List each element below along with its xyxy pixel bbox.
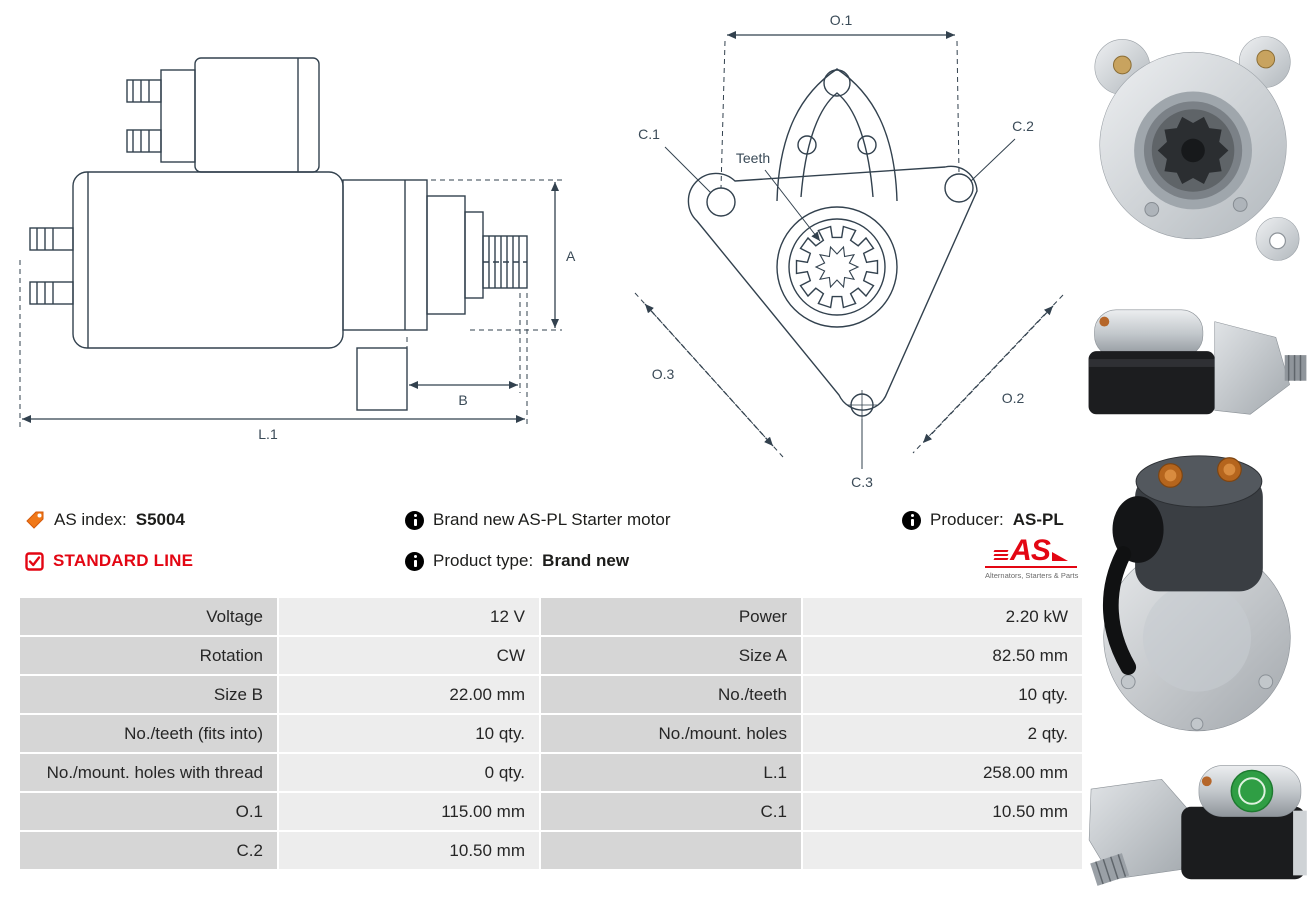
- producer-row: Producer: AS-PL: [902, 508, 1064, 532]
- spec-label: Voltage: [20, 598, 277, 635]
- spec-label: No./teeth: [541, 676, 801, 713]
- info-icon: [902, 510, 921, 530]
- brand-new-text: Brand new AS-PL Starter motor: [433, 510, 671, 529]
- side-view-drawing: A B L.1: [10, 25, 600, 465]
- dim-c1-label: C.1: [638, 126, 660, 142]
- spec-label: Rotation: [20, 637, 277, 674]
- as-index-row: AS index: S5004: [25, 508, 185, 532]
- spec-label: No./mount. holes with thread: [20, 754, 277, 791]
- spec-value: 115.00 mm: [279, 793, 539, 830]
- front-extension-lines: [634, 40, 1064, 458]
- starter-front-photo: [1094, 36, 1300, 261]
- front-view-drawing: O.1 C.1 C.2 Teeth O.3 O.2 C.3: [615, 5, 1075, 500]
- side-view-svg: A B L.1: [19, 57, 576, 442]
- leader-lines: [664, 138, 1016, 469]
- standard-line-row: STANDARD LINE: [25, 549, 193, 573]
- spec-label: L.1: [541, 754, 801, 791]
- spec-value: 10 qty.: [803, 676, 1082, 713]
- starter-angled-photo: [1088, 765, 1307, 886]
- standard-line-label: STANDARD LINE: [53, 551, 194, 570]
- tag-icon: [25, 510, 45, 530]
- as-pl-logo: AS Alternators, Starters & Parts: [985, 534, 1079, 580]
- product-type-row: Product type: Brand new: [405, 549, 629, 573]
- spec-value: 2 qty.: [803, 715, 1082, 752]
- front-dimension-lines: [644, 31, 1054, 447]
- spec-value: CW: [279, 637, 539, 674]
- as-index-label: AS index:: [54, 510, 127, 529]
- dim-l1-label: L.1: [258, 426, 278, 442]
- producer-value: AS-PL: [1012, 510, 1064, 529]
- logo-underline: [985, 566, 1077, 568]
- spec-label: C.2: [20, 832, 277, 869]
- pinion-gear: [776, 206, 898, 328]
- product-type-label: Product type:: [433, 551, 534, 570]
- dimension-lines: [22, 182, 559, 423]
- spec-value: 82.50 mm: [803, 637, 1082, 674]
- starter-rear-photo: [1102, 455, 1291, 732]
- starter-side-outline: [29, 57, 528, 411]
- spec-label: No./mount. holes: [541, 715, 801, 752]
- dim-c3-label: C.3: [851, 474, 873, 490]
- dim-o1-label: O.1: [830, 12, 853, 28]
- dim-b-label: B: [458, 392, 467, 408]
- product-photo-rear[interactable]: [1084, 436, 1310, 741]
- spec-value: 10.50 mm: [279, 832, 539, 869]
- spec-label: [541, 832, 801, 869]
- teeth-label: Teeth: [736, 150, 770, 166]
- spec-value: 12 V: [279, 598, 539, 635]
- starter-side-photo: [1088, 309, 1307, 415]
- checkbox-icon: [25, 551, 44, 571]
- spec-value: [803, 832, 1082, 869]
- product-type-value: Brand new: [542, 551, 630, 570]
- spec-label: Size A: [541, 637, 801, 674]
- spec-table: Voltage 12 V Power 2.20 kW Rotation CW S…: [20, 598, 1082, 869]
- logo-tagline: Alternators, Starters & Parts: [985, 571, 1079, 580]
- spec-label: No./teeth (fits into): [20, 715, 277, 752]
- dim-o3-label: O.3: [652, 366, 675, 382]
- spec-label: Power: [541, 598, 801, 635]
- dim-a-label: A: [566, 248, 576, 264]
- spec-label: Size B: [20, 676, 277, 713]
- dim-c2-label: C.2: [1012, 118, 1034, 134]
- producer-label: Producer:: [930, 510, 1004, 529]
- brand-new-row: Brand new AS-PL Starter motor: [405, 508, 670, 532]
- product-photo-side[interactable]: [1082, 294, 1310, 437]
- dimension-extension-lines: [19, 179, 562, 427]
- dim-o2-label: O.2: [1002, 390, 1025, 406]
- spec-value: 22.00 mm: [279, 676, 539, 713]
- front-view-svg: O.1 C.1 C.2 Teeth O.3 O.2 C.3: [634, 12, 1064, 490]
- info-icon: [405, 510, 424, 530]
- spec-label: O.1: [20, 793, 277, 830]
- spec-value: 10 qty.: [279, 715, 539, 752]
- spec-value: 2.20 kW: [803, 598, 1082, 635]
- mounting-flange-outline: [687, 68, 978, 420]
- spec-value: 10.50 mm: [803, 793, 1082, 830]
- spec-value: 258.00 mm: [803, 754, 1082, 791]
- logo-stripes-icon: [993, 550, 1009, 560]
- green-sticker: [1230, 769, 1274, 813]
- product-photo-angled[interactable]: [1082, 742, 1310, 899]
- logo-flag-icon: [1051, 552, 1068, 561]
- logo-text: AS: [1010, 534, 1051, 567]
- as-index-value: S5004: [135, 510, 185, 529]
- product-photo-front[interactable]: [1082, 8, 1310, 293]
- spec-label: C.1: [541, 793, 801, 830]
- info-icon: [405, 551, 424, 571]
- spec-value: 0 qty.: [279, 754, 539, 791]
